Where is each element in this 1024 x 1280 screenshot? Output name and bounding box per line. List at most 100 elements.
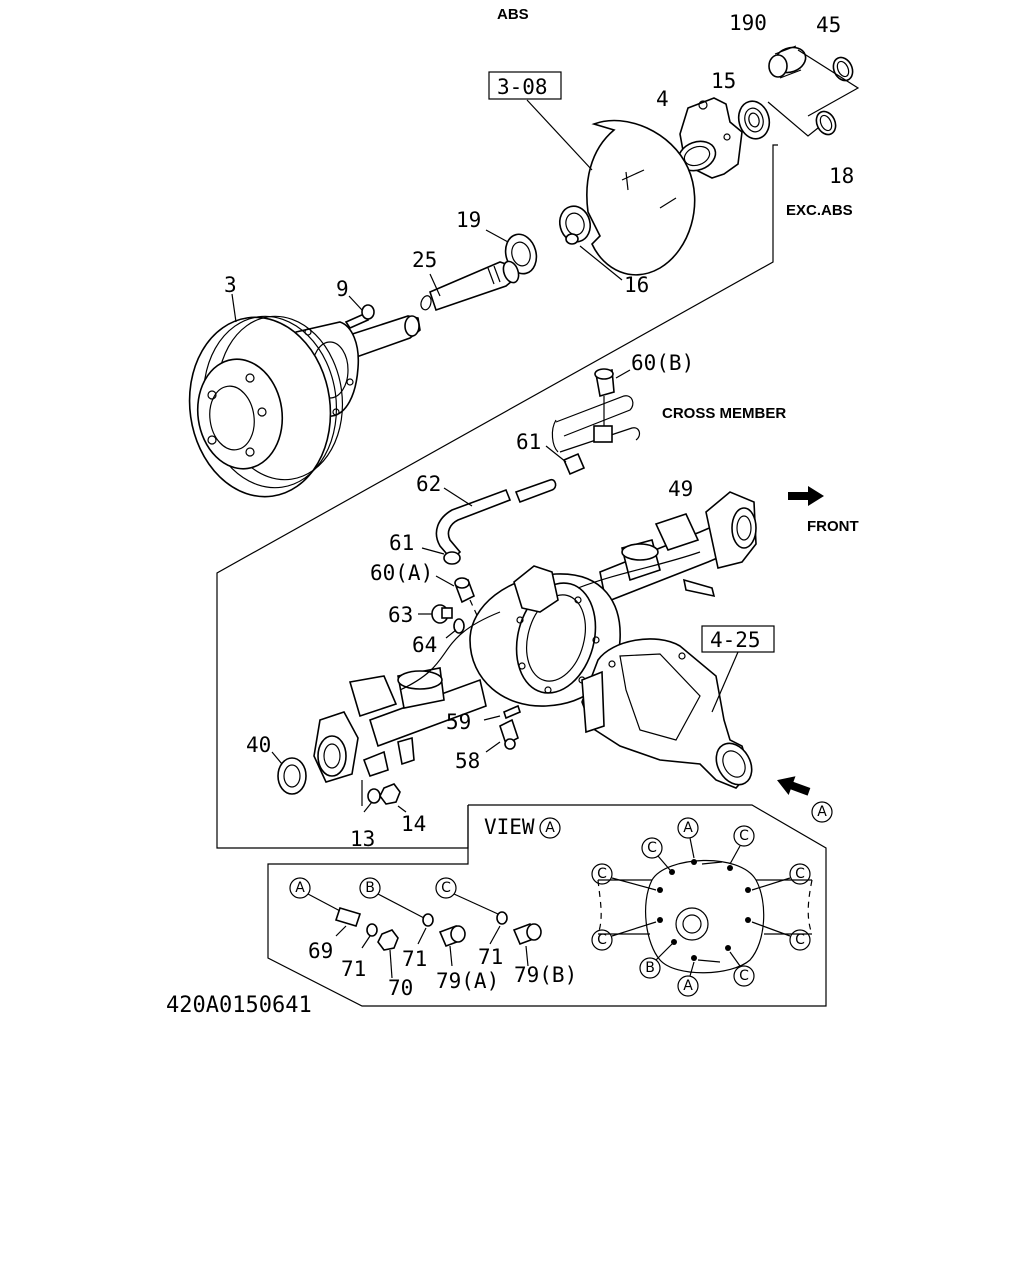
washer-71-c — [496, 911, 508, 925]
svg-text:A: A — [817, 804, 827, 820]
brake-rotor-3 — [188, 315, 344, 498]
nut-70 — [377, 929, 399, 951]
connector-60b — [594, 368, 615, 398]
part-58[interactable]: 58 — [455, 749, 480, 773]
sensor-58 — [499, 718, 519, 750]
svg-text:C: C — [739, 968, 749, 984]
part-45[interactable]: 45 — [816, 13, 841, 37]
ring-18 — [815, 110, 837, 136]
front-arrow-icon — [788, 486, 824, 506]
clip-59 — [503, 704, 521, 720]
bearing-40 — [277, 757, 307, 795]
face-marker-c-left-lower: C — [591, 929, 613, 951]
part-15[interactable]: 15 — [711, 69, 736, 93]
part-60a[interactable]: 60(A) — [370, 561, 433, 585]
abs-label: ABS — [497, 6, 529, 23]
part-190[interactable]: 190 — [729, 11, 767, 35]
svg-text:C: C — [597, 866, 607, 882]
differential-carrier — [581, 638, 753, 789]
part-69[interactable]: 69 — [308, 939, 333, 963]
svg-text:C: C — [597, 932, 607, 948]
part-63[interactable]: 63 — [388, 603, 413, 627]
face-marker-a-bottom: A — [677, 975, 699, 997]
view-a-title-marker: A — [539, 817, 561, 839]
washer-71-a — [366, 923, 378, 937]
bolt-79b — [512, 922, 542, 946]
ref-4-25[interactable]: 4-25 — [710, 628, 761, 652]
face-marker-c-bottom: C — [733, 965, 755, 987]
clip-61-lower — [443, 551, 461, 565]
part-14[interactable]: 14 — [401, 812, 426, 836]
svg-text:B: B — [645, 960, 655, 976]
svg-text:A: A — [545, 820, 555, 836]
marker-c-legend: C — [435, 877, 457, 899]
part-70[interactable]: 70 — [388, 976, 413, 1000]
part-64[interactable]: 64 — [412, 633, 437, 657]
marker-a-legend: A — [289, 877, 311, 899]
view-a-frame — [267, 804, 827, 1007]
part-4[interactable]: 4 — [656, 87, 669, 111]
part-49[interactable]: 49 — [668, 477, 693, 501]
axle-shaft-25 — [420, 260, 520, 312]
face-marker-c-right-lower: C — [789, 929, 811, 951]
part-25[interactable]: 25 — [412, 248, 437, 272]
stud-69 — [334, 907, 362, 927]
part-40[interactable]: 40 — [246, 733, 271, 757]
part-61-upper[interactable]: 61 — [516, 430, 541, 454]
svg-text:A: A — [683, 978, 693, 994]
face-marker-c-top-left: C — [641, 837, 663, 859]
svg-text:C: C — [739, 828, 749, 844]
part-79a[interactable]: 79(A) — [436, 969, 499, 993]
part-9[interactable]: 9 — [336, 277, 349, 301]
part-13[interactable]: 13 — [350, 827, 375, 851]
face-marker-b: B — [639, 957, 661, 979]
cross-member-label: CROSS MEMBER — [662, 405, 786, 422]
breather-hose-62 — [435, 478, 557, 562]
face-marker-c-right-upper: C — [789, 863, 811, 885]
part-59[interactable]: 59 — [446, 710, 471, 734]
exc-abs-label: EXC.ABS — [786, 202, 853, 219]
face-marker-a-top: A — [677, 817, 699, 839]
bearing-190 — [768, 45, 807, 79]
view-label: VIEW — [484, 815, 535, 839]
clip-61-upper — [562, 452, 586, 476]
axle-housing — [313, 491, 757, 783]
svg-text:C: C — [647, 840, 657, 856]
nut-14 — [379, 783, 401, 805]
ref-box-3-08 — [488, 71, 562, 100]
part-16[interactable]: 16 — [624, 273, 649, 297]
part-3[interactable]: 3 — [224, 273, 237, 297]
part-60b[interactable]: 60(B) — [631, 351, 694, 375]
seal-16 — [558, 205, 592, 245]
washer-71-b — [422, 913, 434, 927]
ring-45 — [832, 56, 854, 82]
part-18[interactable]: 18 — [829, 164, 854, 188]
part-79b[interactable]: 79(B) — [514, 963, 577, 987]
bolt-63 — [431, 604, 453, 624]
part-71-b[interactable]: 71 — [402, 947, 427, 971]
carrier-face-view — [597, 859, 813, 974]
face-marker-c-left-upper: C — [591, 863, 613, 885]
svg-text:B: B — [365, 880, 375, 896]
ref-3-08[interactable]: 3-08 — [497, 75, 548, 99]
svg-text:A: A — [683, 820, 693, 836]
front-label: FRONT — [807, 518, 859, 535]
part-71-c[interactable]: 71 — [478, 945, 503, 969]
marker-b-legend: B — [359, 877, 381, 899]
washer-13 — [367, 788, 381, 804]
cross-member — [551, 395, 641, 453]
part-62[interactable]: 62 — [416, 472, 441, 496]
face-marker-c-top-right: C — [733, 825, 755, 847]
view-a-marker: A — [811, 801, 833, 823]
bolt-79a — [438, 924, 466, 948]
svg-text:C: C — [795, 932, 805, 948]
connector-60a — [454, 577, 476, 604]
bearing-housing-4 — [677, 97, 743, 179]
part-19[interactable]: 19 — [456, 208, 481, 232]
bolt-9 — [344, 304, 375, 330]
svg-text:C: C — [795, 866, 805, 882]
stud-right — [682, 578, 716, 598]
part-61-lower[interactable]: 61 — [389, 531, 414, 555]
part-71-a[interactable]: 71 — [341, 957, 366, 981]
